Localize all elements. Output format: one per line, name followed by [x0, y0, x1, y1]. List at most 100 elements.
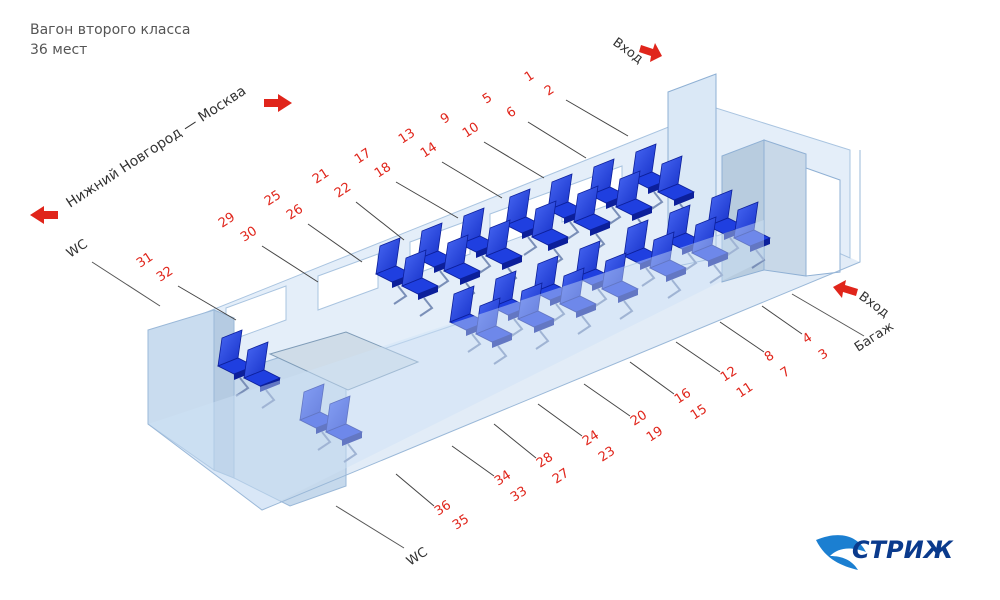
leader-line — [441, 161, 503, 199]
seat-back-a-0 — [631, 143, 669, 211]
seat-number: 8 — [762, 348, 777, 365]
seat-front-a-6 — [449, 285, 487, 353]
seat-number: 15 — [688, 402, 710, 424]
seat-front — [618, 289, 638, 303]
leader-line — [177, 285, 237, 321]
seat-leg — [317, 431, 332, 451]
seat-leg — [607, 206, 622, 226]
seat-number: 29 — [216, 210, 238, 232]
leader-line — [395, 473, 435, 507]
seat-number: 2 — [542, 82, 557, 99]
entrance-right-label: Вход — [856, 289, 892, 321]
seat-front-b-3 — [601, 252, 639, 320]
seat-front-a-2 — [623, 219, 661, 287]
brand-name: СТРИЖ — [852, 536, 954, 564]
seat-number: 10 — [460, 120, 482, 142]
seat-back-b-1 — [615, 170, 653, 238]
seat-leg — [667, 279, 682, 299]
seat-number: 22 — [332, 180, 354, 202]
seat-number: 30 — [238, 224, 260, 246]
leader-line — [493, 423, 537, 459]
seat-number: 16 — [672, 386, 694, 408]
seat-number: 3 — [816, 346, 831, 363]
entrance-top-arrow-icon — [639, 43, 662, 62]
seat-number: 28 — [534, 450, 556, 472]
arrow-left-icon — [30, 206, 58, 224]
seat-front — [674, 192, 694, 206]
table — [268, 331, 420, 391]
seat-wc-seat-c — [299, 383, 337, 451]
seat-leg — [649, 191, 664, 211]
wagon-outline — [147, 150, 861, 511]
seat-leg — [343, 443, 358, 463]
wc-left-label: WC — [64, 237, 91, 262]
seat-wc-seat-b — [243, 341, 281, 409]
leader-line — [451, 445, 495, 477]
seat-front — [534, 319, 554, 333]
seat-leg — [435, 270, 450, 290]
leader-line — [537, 403, 583, 437]
seat-back-a-6 — [375, 237, 413, 305]
seat-leg — [593, 288, 608, 308]
seat-number: 4 — [800, 330, 815, 347]
seat-front-b-4 — [559, 267, 597, 335]
baggage-label: Багаж — [852, 319, 897, 355]
seat-front — [460, 271, 480, 285]
seat-front — [750, 238, 770, 252]
leader-line — [307, 223, 363, 263]
baggage-leader — [791, 293, 865, 337]
leader-line — [675, 341, 721, 373]
leader-line — [565, 99, 629, 137]
seat-number: 26 — [284, 202, 306, 224]
entrance-right-arrow-icon — [833, 280, 858, 298]
brand-logo: СТРИЖ — [816, 535, 954, 570]
seat-front-b-6 — [475, 297, 513, 365]
seat-number: 33 — [508, 484, 530, 506]
wc-bottom-leader — [335, 505, 405, 549]
leader-line — [355, 201, 405, 241]
seat-number: 6 — [504, 104, 519, 121]
seat-leg — [493, 345, 508, 365]
seat-number: 11 — [734, 380, 756, 402]
seat-leg — [509, 318, 524, 338]
seat-back-b-2 — [573, 185, 611, 253]
arrow-right-icon — [264, 94, 292, 112]
seat-front — [260, 378, 280, 392]
seat-number: 7 — [778, 364, 793, 381]
leader-line — [719, 321, 765, 353]
leader-line — [629, 361, 675, 395]
seat-front — [632, 207, 652, 221]
vestibule-door — [805, 167, 841, 277]
seat-back-b-6 — [401, 249, 439, 317]
seat-wc-seat-d — [325, 395, 363, 463]
wagon-title: Вагон второго класса — [30, 22, 191, 38]
wagon-front-wall — [148, 220, 764, 510]
seat-leg — [551, 303, 566, 323]
seat-back-b-5 — [443, 234, 481, 302]
leader-line — [583, 383, 631, 417]
seat-number: 14 — [418, 140, 440, 162]
seat-back-a-4 — [459, 207, 497, 275]
seat-leg — [523, 236, 538, 256]
window — [317, 253, 379, 311]
seat-back-a-2 — [547, 173, 585, 241]
seat-number: 36 — [432, 498, 454, 520]
seat-number: 19 — [644, 424, 666, 446]
seat-number: 12 — [718, 364, 740, 386]
wc-bottom-label: WC — [404, 545, 431, 570]
seat-count: 36 мест — [30, 42, 88, 58]
seat-leg — [419, 297, 434, 317]
leader-line — [761, 305, 803, 335]
seat-leg — [683, 252, 698, 272]
seat-front-b-5 — [517, 282, 555, 350]
seat-front-b-1 — [691, 216, 729, 284]
seat-number: 1 — [522, 68, 537, 85]
seat-leg — [725, 237, 740, 257]
seat-number: 27 — [550, 466, 572, 488]
seat-leg — [393, 285, 408, 305]
seat-front — [418, 286, 438, 300]
seat-front — [576, 304, 596, 318]
seat-number: 5 — [480, 90, 495, 107]
seat-leg — [751, 249, 766, 269]
